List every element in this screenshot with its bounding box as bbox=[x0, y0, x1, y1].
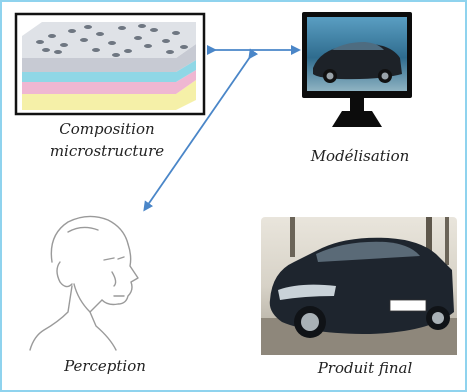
composition-label-line2: microstructure bbox=[49, 142, 165, 160]
perception-label: Perception bbox=[64, 357, 146, 375]
layered-microstructure-icon bbox=[14, 12, 206, 116]
composition-label-line1: Composition bbox=[59, 120, 155, 138]
modelisation-label: Modélisation bbox=[310, 147, 410, 165]
composition-label: Composition microstructure bbox=[22, 118, 192, 162]
car-photo-icon bbox=[261, 217, 457, 355]
monitor-car-icon bbox=[302, 12, 412, 127]
arrows bbox=[143, 45, 301, 212]
arrow-to-perception bbox=[143, 48, 259, 212]
head-sketch-icon bbox=[29, 215, 139, 351]
produit-final-label: Produit final bbox=[317, 359, 413, 377]
